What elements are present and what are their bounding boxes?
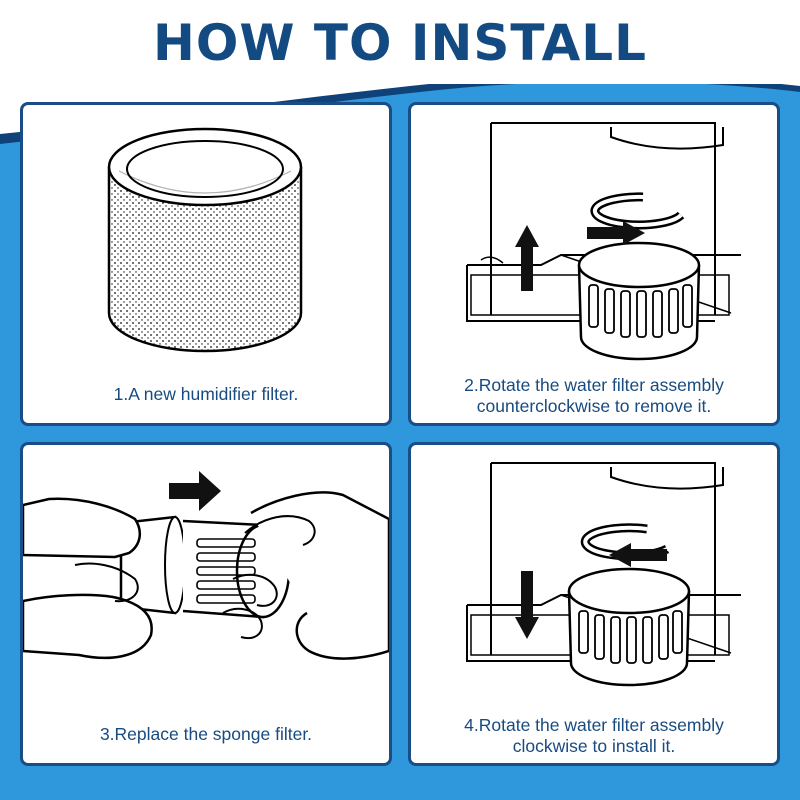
- install-filter-illustration: [466, 462, 741, 687]
- step-panel-2: 2.Rotate the water filter assembly count…: [408, 102, 780, 426]
- step-panel-1: 1.A new humidifier filter.: [20, 102, 392, 426]
- step-caption-1: 1.A new humidifier filter.: [113, 384, 299, 404]
- step-caption-2: 2.Rotate the water filter assembly count…: [464, 375, 724, 416]
- remove-filter-illustration: [466, 122, 741, 361]
- step-caption-4: 4.Rotate the water filter assembly clock…: [464, 715, 724, 756]
- step-panel-4: 4.Rotate the water filter assembly clock…: [408, 442, 780, 766]
- step-panel-3: 3.Replace the sponge filter.: [20, 442, 392, 766]
- page-title: HOW TO INSTALL: [152, 14, 648, 72]
- step-caption-3: 3.Replace the sponge filter.: [99, 724, 313, 744]
- replace-sponge-illustration: [23, 471, 389, 660]
- humidifier-filter-illustration: [107, 127, 303, 353]
